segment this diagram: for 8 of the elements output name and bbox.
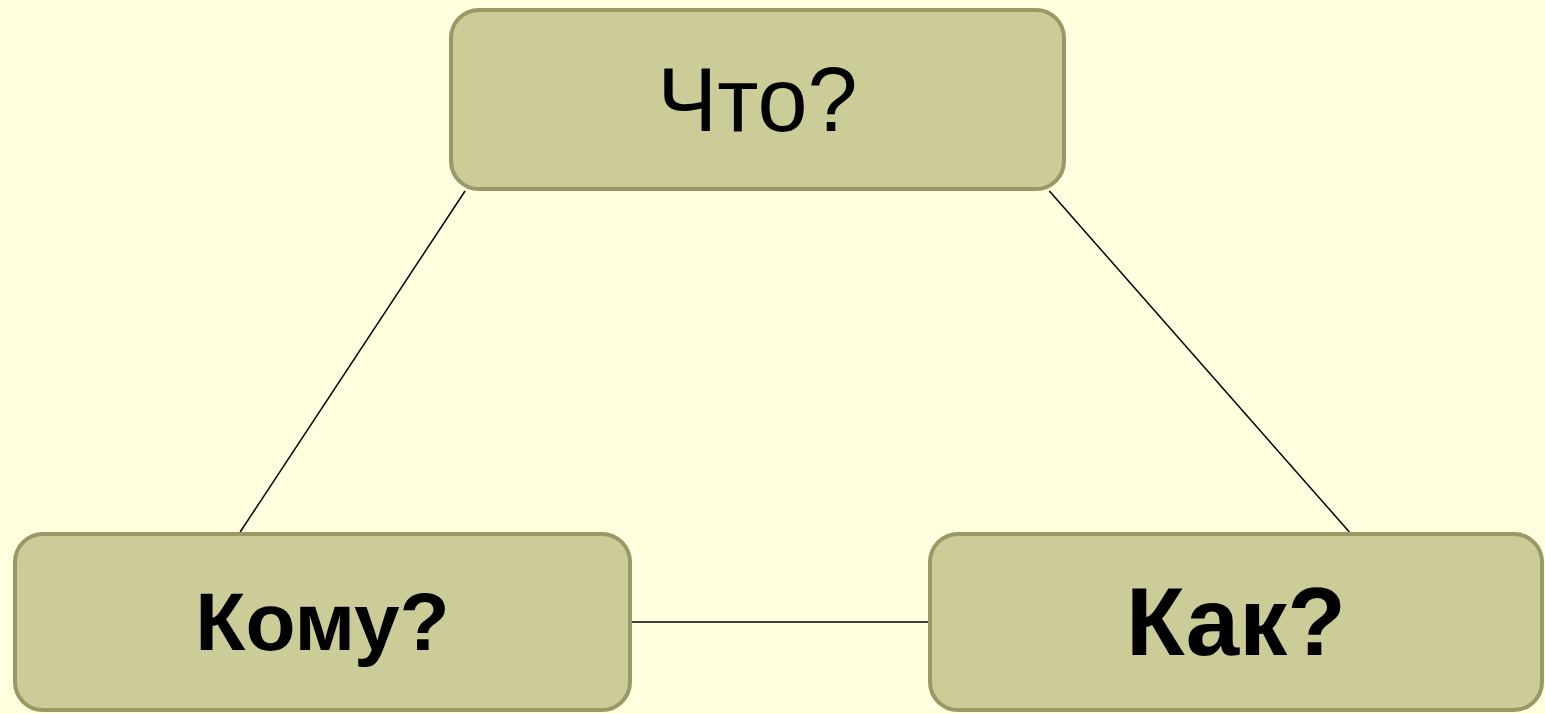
- box-label: Что?: [657, 54, 858, 145]
- connector-line: [239, 190, 466, 533]
- rounded-box: [449, 8, 1066, 191]
- rounded-box: [13, 532, 632, 712]
- connector-line: [631, 621, 929, 623]
- connector-line: [1048, 190, 1351, 533]
- rounded-box: [928, 532, 1544, 712]
- box-label: Как?: [1126, 574, 1346, 670]
